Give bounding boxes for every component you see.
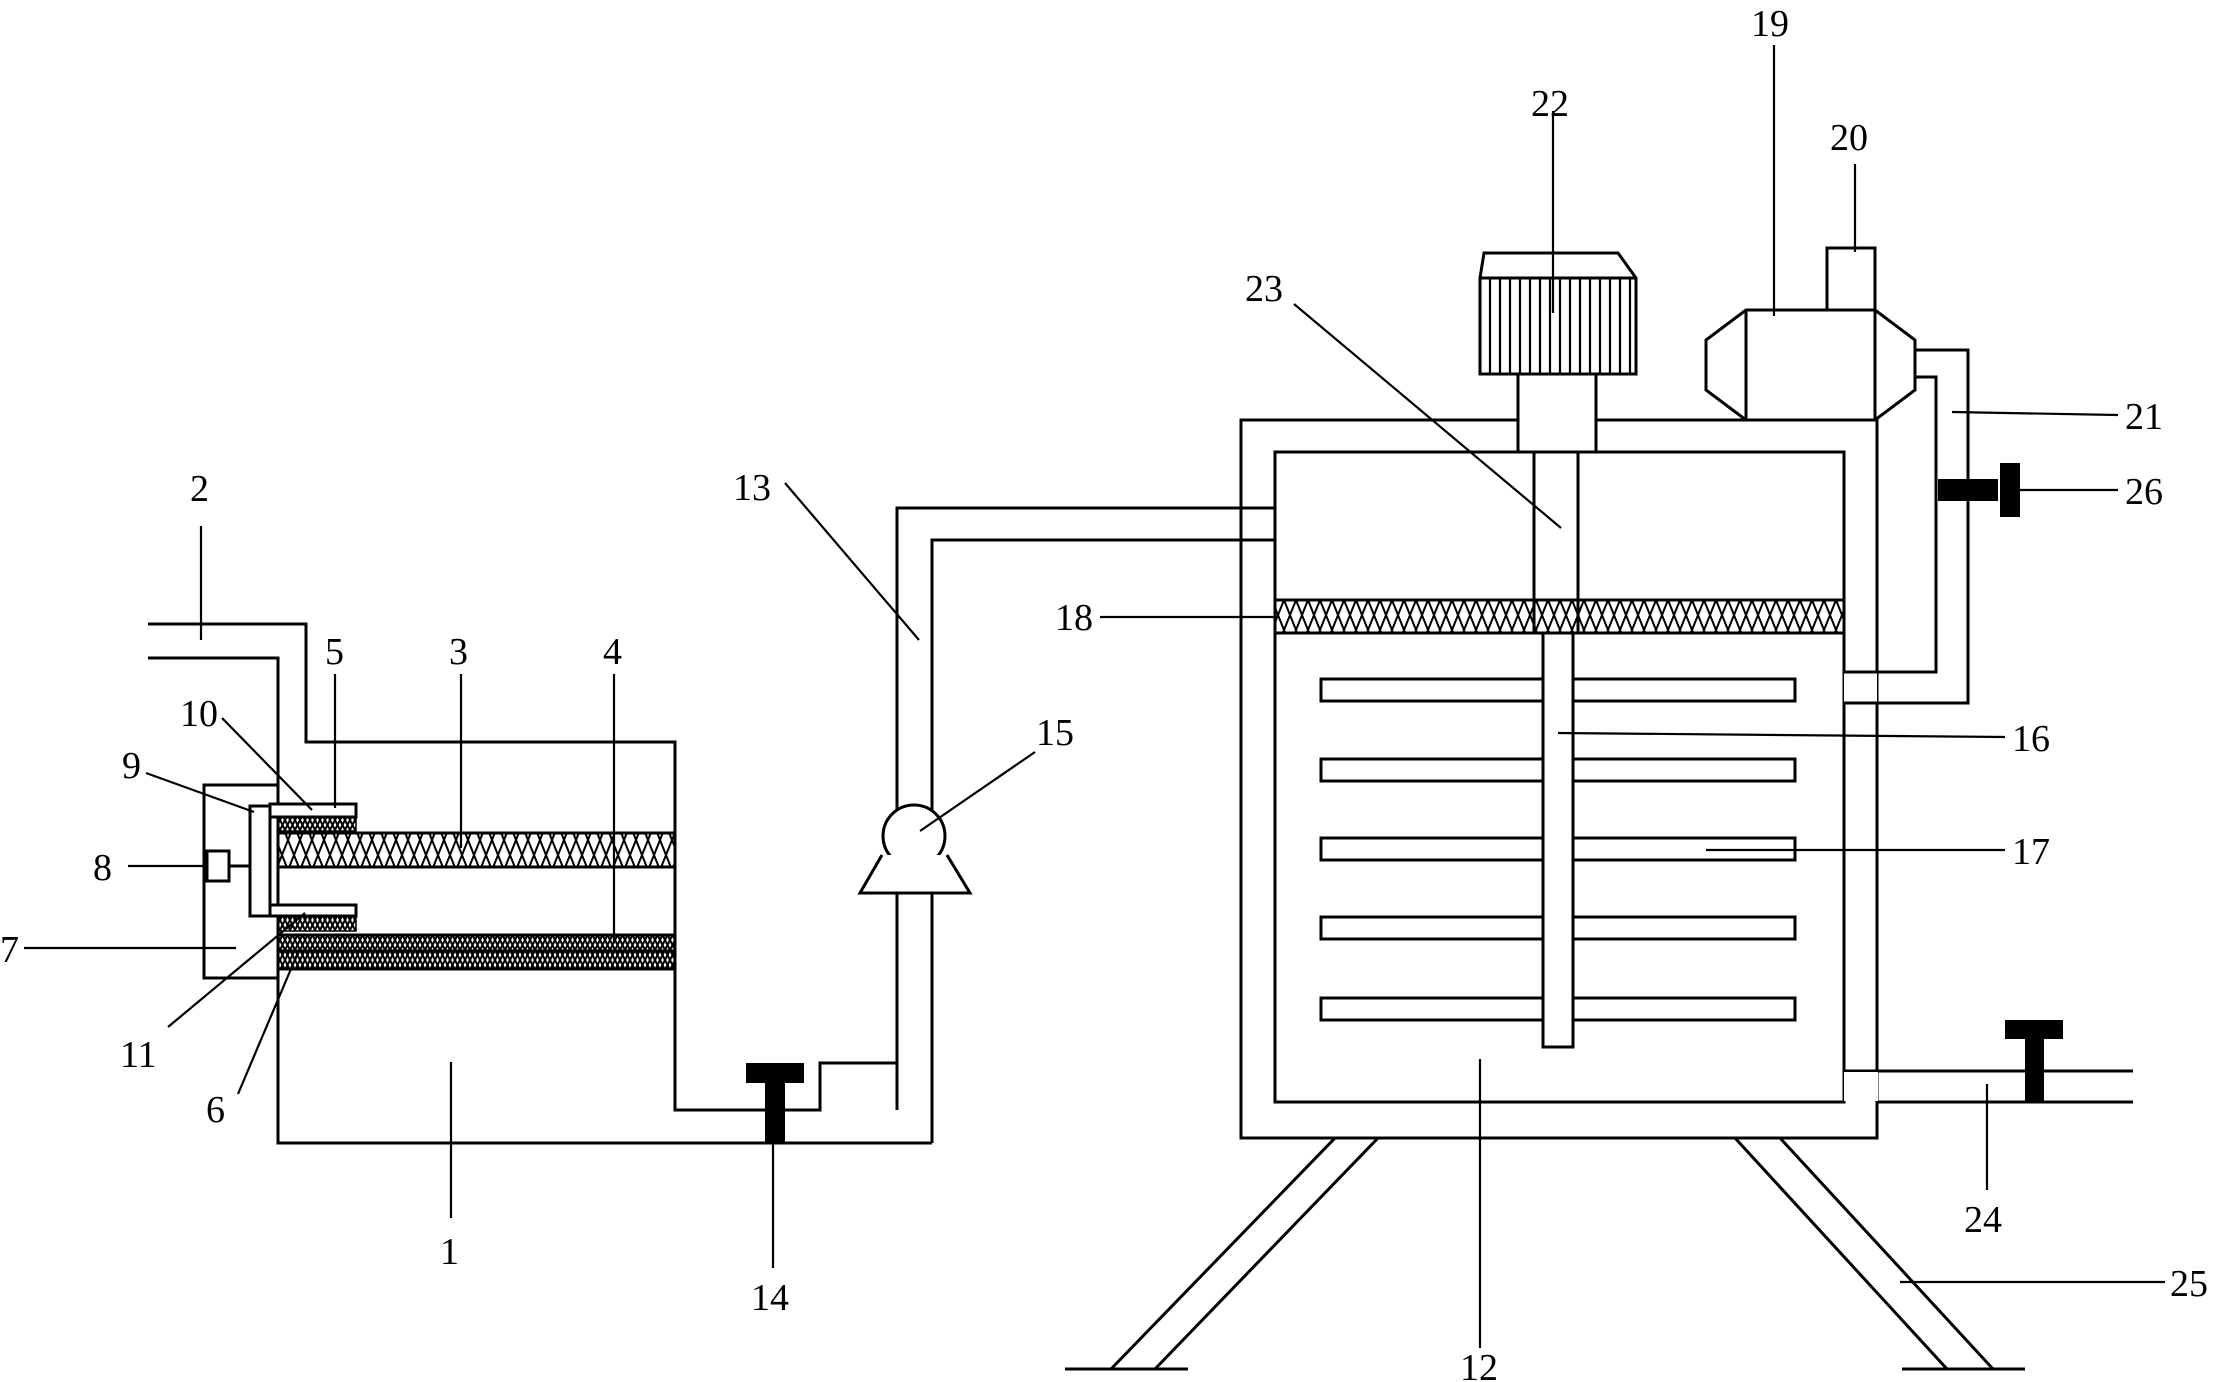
label-9: 9 xyxy=(122,745,141,787)
pump-base xyxy=(857,854,973,895)
label-5: 5 xyxy=(325,631,344,673)
label-7: 7 xyxy=(0,929,19,971)
leader-lines xyxy=(24,45,2165,1348)
exhaust-fan xyxy=(1704,308,1917,422)
valve-24-stem xyxy=(2025,1020,2044,1103)
lower-brush-strip xyxy=(268,903,358,918)
upper-brush-strip xyxy=(268,802,358,819)
label-24: 24 xyxy=(1964,1199,2002,1241)
lower-brush-bristles xyxy=(277,915,357,932)
filter-screen-upper xyxy=(276,831,677,869)
label-6: 6 xyxy=(206,1089,225,1131)
label-18: 18 xyxy=(1055,597,1093,639)
inlet-pipe xyxy=(148,622,899,1112)
label-1: 1 xyxy=(440,1231,459,1273)
pump-line xyxy=(857,506,1275,1143)
label-25: 25 xyxy=(2170,1263,2208,1305)
pipe-13-outer xyxy=(895,506,1275,1143)
label-26: 26 xyxy=(2125,471,2163,513)
knob xyxy=(205,849,231,883)
label-12: 12 xyxy=(1460,1347,1498,1382)
leg-left xyxy=(1109,1136,1380,1371)
label-13: 13 xyxy=(733,467,771,509)
outlet-pipe xyxy=(1844,1069,2133,1104)
label-23: 23 xyxy=(1245,268,1283,310)
label-19: 19 xyxy=(1751,3,1789,45)
filter-unit xyxy=(148,622,932,1145)
return-pipe xyxy=(1844,348,1970,705)
tank-filter-screen xyxy=(1273,598,1846,635)
motor-fins xyxy=(1480,276,1636,374)
label-2: 2 xyxy=(190,468,209,510)
label-21: 21 xyxy=(2125,396,2163,438)
label-4: 4 xyxy=(603,631,622,673)
label-17: 17 xyxy=(2012,831,2050,873)
end-plate xyxy=(248,804,272,918)
motor xyxy=(1478,251,1638,376)
part-labels: 1 2 3 4 5 6 7 8 9 10 11 12 13 14 15 16 1… xyxy=(0,3,2208,1382)
valve-26-handle xyxy=(2000,463,2020,517)
label-20: 20 xyxy=(1830,117,1868,159)
reaction-tank xyxy=(1065,246,2133,1371)
motor-coupling xyxy=(1516,372,1598,454)
label-3: 3 xyxy=(449,631,468,673)
label-15: 15 xyxy=(1036,712,1074,754)
valve-14-stem xyxy=(765,1063,785,1143)
label-16: 16 xyxy=(2012,718,2050,760)
exhaust-outlet xyxy=(1825,246,1877,312)
label-22: 22 xyxy=(1531,83,1569,125)
label-8: 8 xyxy=(93,847,112,889)
upper-brush-bristles xyxy=(277,816,357,832)
leg-right xyxy=(1733,1136,1995,1371)
label-11: 11 xyxy=(120,1034,157,1076)
label-14: 14 xyxy=(751,1277,789,1319)
valve-26-stem xyxy=(1938,479,1998,501)
label-10: 10 xyxy=(180,693,218,735)
